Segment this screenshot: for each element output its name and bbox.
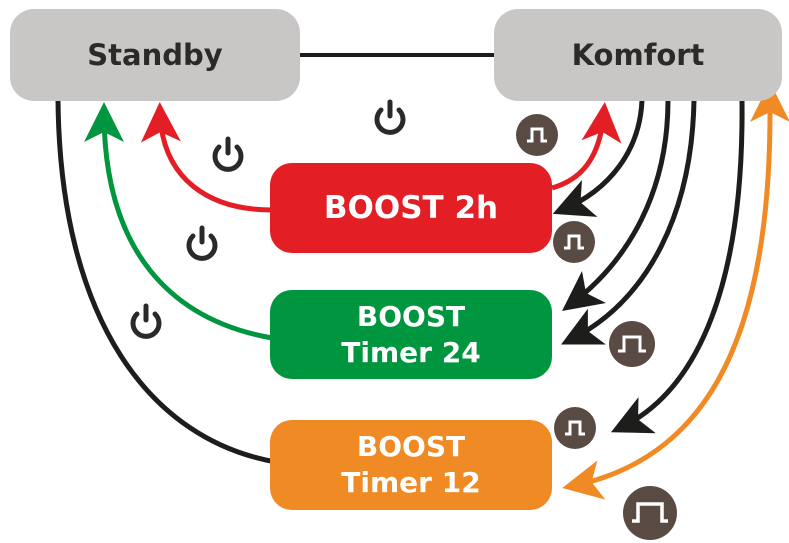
medium-pulse-icon [609,321,655,367]
timer12-to-standby-line [55,99,277,465]
standby-label: Standby [87,38,223,72]
komfort-timer12-orange-arrow [562,82,789,500]
komfort-label: Komfort [571,38,705,72]
boost2h-to-komfort-arrow [551,102,622,191]
komfort-to-boost24-arrow-1 [562,99,671,312]
short-pulse-icon [554,407,596,449]
boost-timer12-state: BOOST Timer 12 [270,420,552,510]
long-pulse-icon [623,486,677,540]
boost-2h-label: BOOST 2h [323,190,499,226]
power-icon [130,303,162,339]
boost-timer24-state: BOOST Timer 24 [270,290,552,379]
power-icon [212,136,244,172]
komfort-state: Komfort [494,9,782,101]
power-icon [186,225,218,261]
boost-timer12-label-line2: Timer 12 [341,466,481,499]
boost-2h-state: BOOST 2h [270,163,552,253]
boost-timer24-label-line1: BOOST [356,299,466,333]
boost-timer12-label-line1: BOOST [356,430,466,463]
short-pulse-icon [553,221,595,263]
timer24-to-standby-arrow [84,102,273,341]
short-pulse-icon [516,114,558,156]
boost2h-to-standby-arrow [140,102,273,213]
komfort-to-boost24-arrow-2 [561,99,697,345]
boost-timer24-label-line2: Timer 24 [341,335,481,369]
komfort-to-boost12-arrow [610,99,745,434]
power-icon [374,99,406,135]
standby-state: Standby [10,9,300,101]
